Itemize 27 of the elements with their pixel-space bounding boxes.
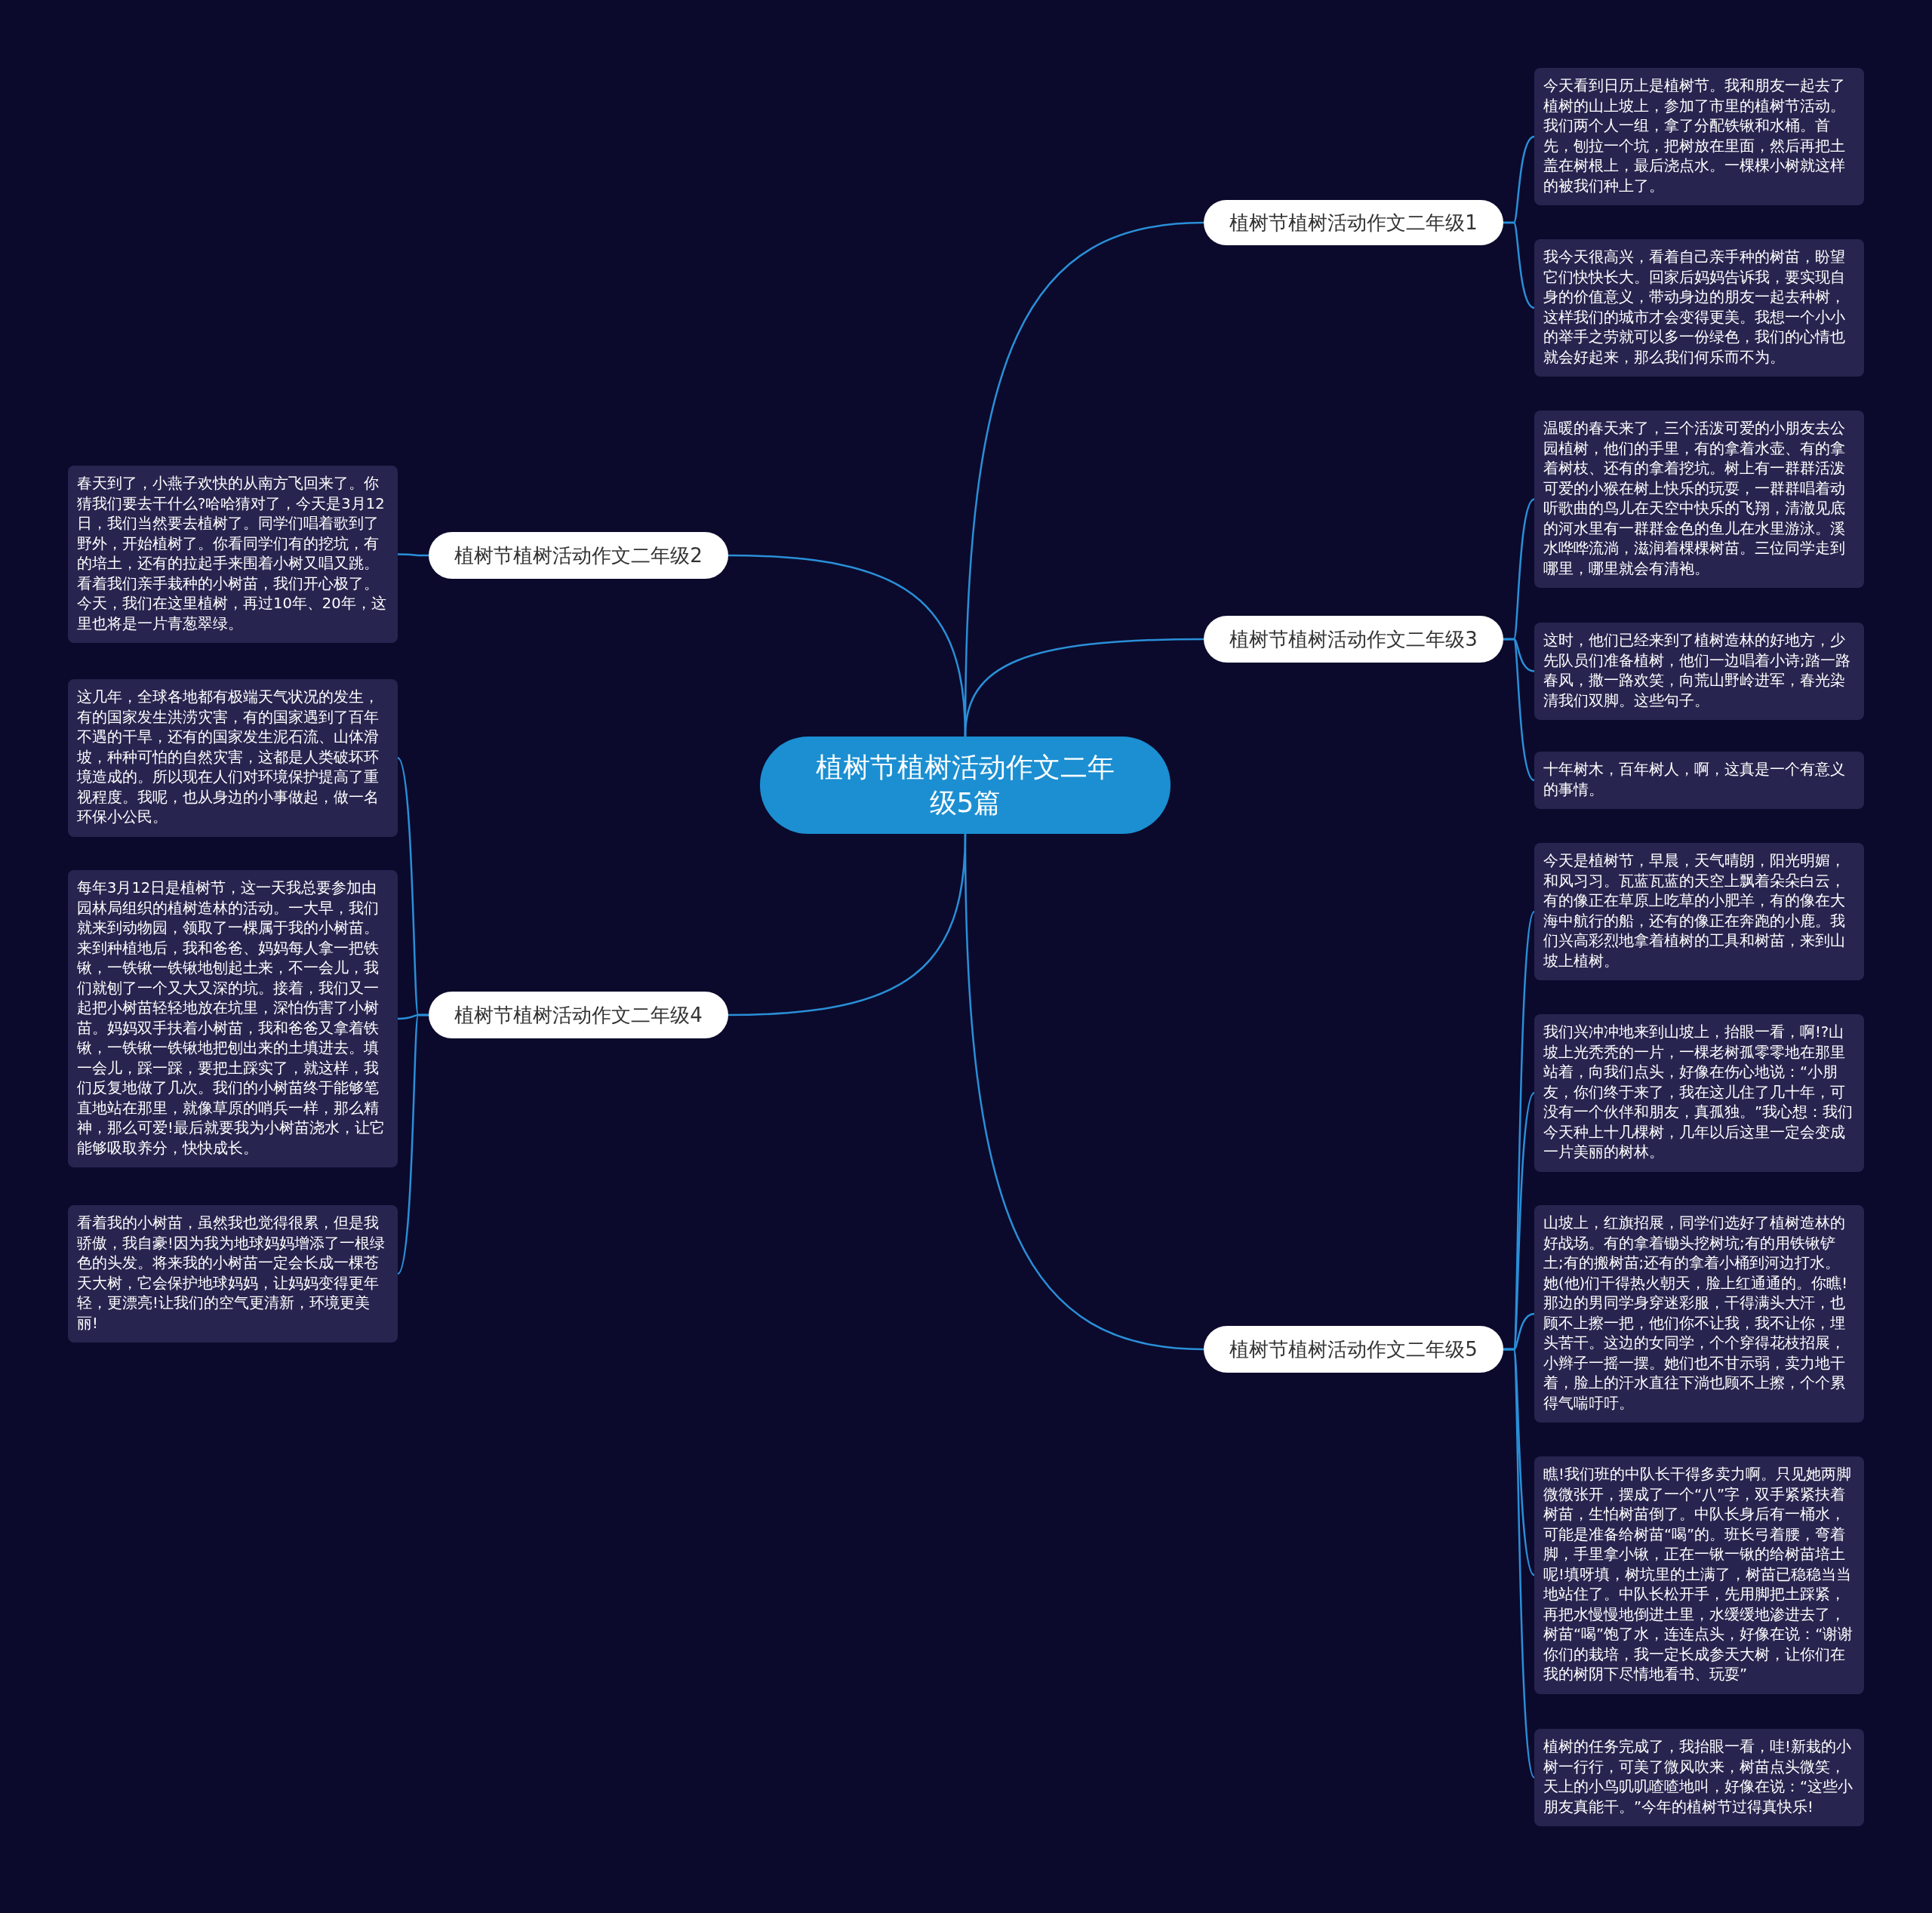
text-card: 看着我的小树苗，虽然我也觉得很累，但是我骄傲，我自豪!因为我为地球妈妈增添了一根绿色的头发。将来我的小树苗一定会长成一棵苍天大树，它会保护地球妈妈，让妈妈变得更年轻，更漂亮!让我们的空气更清新，环境更美丽! bbox=[68, 1205, 398, 1342]
connector bbox=[1503, 1348, 1536, 1778]
connector bbox=[964, 638, 1204, 737]
connector bbox=[1503, 221, 1535, 309]
text-card: 今天是植树节，早晨，天气晴朗，阳光明媚，和风习习。瓦蓝瓦蓝的天空上飘着朵朵白云，有的像正在草原上吃草的小肥羊，有的像在大海中航行的船，还有的像正在奔跑的小鹿。我们兴高彩烈地拿着植树的工具和树苗，来到山坡上植树。 bbox=[1534, 843, 1864, 980]
connector bbox=[964, 834, 1204, 1351]
topic-pill: 植树节植树活动作文二年级2 bbox=[429, 532, 728, 579]
topic-pill: 植树节植树活动作文二年级1 bbox=[1204, 200, 1503, 245]
connector bbox=[397, 1013, 429, 1275]
text-card: 十年树木，百年树人，啊，这真是一个有意义的事情。 bbox=[1534, 752, 1864, 809]
connector bbox=[1503, 638, 1535, 781]
text-card: 这时，他们已经来到了植树造林的好地方，少先队员们准备植树，他们一边唱着小诗;踏一路春风，撒一路欢笑，向荒山野岭进军，春光染清我们双脚。这些句子。 bbox=[1534, 623, 1864, 720]
central-topic: 植树节植树活动作文二年级5篇 bbox=[760, 737, 1171, 834]
text-card: 这几年，全球各地都有极端天气状况的发生，有的国家发生洪涝灾害，有的国家遇到了百年不遇的干旱，还有的国家发生泥石流、山体滑坡，种种可怕的自然灾害，这都是人类破坏环境造成的。所以现在人们对环境保护提高了重视程度。我呢，也从身边的小事做起，做一名环保小公民。 bbox=[68, 679, 398, 837]
text-card: 瞧!我们班的中队长干得多卖力啊。只见她两脚微微张开，摆成了一个“八”字，双手紧紧扶着树苗，生怕树苗倒了。中队长身后有一桶水，可能是准备给树苗“喝”的。班长弓着腰，弯着脚，手里拿小锹，正在一锹一锹的给树苗培土呢!填呀填，树坑里的土满了，树苗已稳稳当当地站住了。中队长松开手，先用脚把土踩紧，再把水慢慢地倒进土里，水缓缓地渗进去了，树苗“喝”饱了水，连连点头，好像在说：“谢谢你们的栽培，我一定长成参天大树，让你们在我的树阴下尽情地看书、玩耍” bbox=[1534, 1456, 1864, 1694]
connector bbox=[398, 553, 429, 557]
text-card: 温暖的春天来了，三个活泼可爱的小朋友去公园植树，他们的手里，有的拿着水壶、有的拿着树枝、还有的拿着挖坑。树上有一群群活泼可爱的小猴在树上快乐的玩耍，一群群唱着动听歌曲的鸟儿在天空中快乐的飞翔，清澈见底的河水里有一群群金色的鱼儿在水里游泳。溪水哗哗流淌，滋润着棵棵树苗。三位同学走到哪里，哪里就会有清袍。 bbox=[1534, 411, 1864, 588]
text-card: 春天到了，小燕子欢快的从南方飞回来了。你猜我们要去干什么?哈哈猜对了，今天是3月12日，我们当然要去植树了。同学们唱着歌到了野外，开始植树了。你看同学们有的挖坑，有的培土，还有的拉起手来围着小树又唱又跳。看着我们亲手栽种的小树苗，我们开心极了。今天，我们在这里植树，再过10年、20年，这里也将是一片青葱翠绿。 bbox=[68, 466, 398, 643]
text-card: 植树的任务完成了，我抬眼一看，哇!新栽的小树一行行，可美了微风吹来，树苗点头微笑，天上的小鸟叽叽喳喳地叫，好像在说：“这些小朋友真能干。”今年的植树节过得真快乐! bbox=[1534, 1729, 1864, 1826]
topic-pill: 植树节植树活动作文二年级5 bbox=[1204, 1326, 1503, 1373]
text-card: 我今天很高兴，看着自己亲手种的树苗，盼望它们快快长大。回家后妈妈告诉我，要实现自身的价值意义，带动身边的朋友一起去种树，这样我们的城市才会变得更美。我想一个小小的举手之劳就可以多一份绿色，我们的心情也就会好起来，那么我们何乐而不为。 bbox=[1534, 239, 1864, 377]
text-card: 每年3月12日是植树节，这一天我总要参加由园林局组织的植树造林的活动。一大早，我们就来到动物园，领取了一棵属于我的小树苗。来到种植地后，我和爸爸、妈妈每人拿一把铁锹，一铁锹一铁锹地刨起土来，不一会儿，我们就刨了一个又大又深的坑。接着，我们又一起把小树苗轻轻地放在坑里，深怕伤害了小树苗。妈妈双手扶着小树苗，我和爸爸又拿着铁锹，一铁锹一铁锹地把刨出来的土填进去。填一会儿，踩一踩，要把土踩实了，就这样，我们反复地做了几次。我们的小树苗终于能够笔直地站在那里，就像草原的哨兵一样，那么精神，那么可爱!最后就要我为小树苗浇水，让它能够吸取养分，快快成长。 bbox=[68, 870, 398, 1167]
text-card: 山坡上，红旗招展，同学们选好了植树造林的好战场。有的拿着锄头挖树坑;有的用铁锹铲土;有的搬树苗;还有的拿着小桶到河边打水。她(他)们干得热火朝天，脸上红通通的。你瞧!那边的男同学身穿迷彩服，干得满头大汗，也顾不上擦一把，他们你不让我，我不让你，埋头苦干。这边的女同学，个个穿得花枝招展，小辫子一摇一摆。她们也不甘示弱，卖力地干着，脸上的汗水直往下淌也顾不上擦，个个累得气喘吁吁。 bbox=[1534, 1205, 1864, 1422]
text-card: 今天看到日历上是植树节。我和朋友一起去了植树的山上坡上，参加了市里的植树节活动。我们两个人一组，拿了分配铁锹和水桶。首先，刨拉一个坑，把树放在里面，然后再把土盖在树根上，最后浇点水。一棵棵小树就这样的被我们种上了。 bbox=[1534, 68, 1864, 205]
topic-pill: 植树节植树活动作文二年级4 bbox=[429, 992, 728, 1038]
text-card: 我们兴冲冲地来到山坡上，抬眼一看，啊!?山坡上光秃秃的一片，一棵老树孤零零地在那里站着，向我们点头，好像在伤心地说：“小朋友，你们终于来了，我在这儿住了几十年，可没有一个伙伴和朋友，真孤独。”我心想：我们今天种上十几棵树，几年以后这里一定会变成一片美丽的树林。 bbox=[1534, 1014, 1864, 1172]
topic-pill: 植树节植树活动作文二年级3 bbox=[1204, 616, 1503, 663]
